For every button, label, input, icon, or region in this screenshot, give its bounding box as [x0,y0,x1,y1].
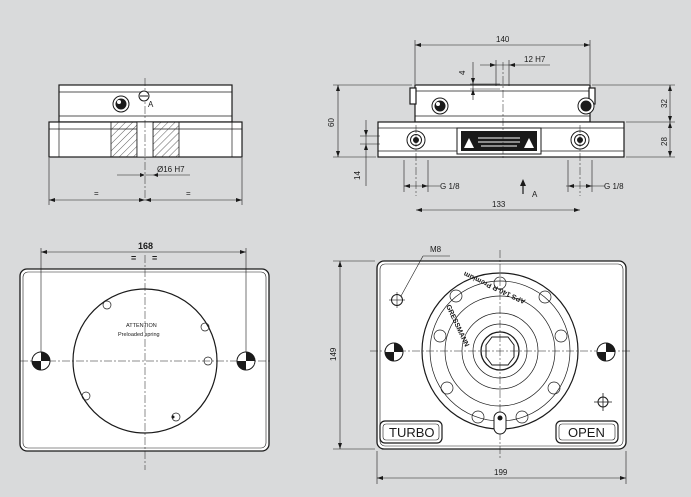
bolt-hole-b1 [471,410,485,424]
screw-hole-3 [203,356,213,366]
screw-hole-4 [81,391,91,401]
upper-body [58,84,233,123]
open-label-box: OPEN [555,420,619,444]
turbo-label-box: TURBO [379,420,443,444]
open-label: OPEN [568,425,605,440]
side-left-stub [409,87,417,105]
view-direction-label: A [532,190,538,199]
bore-dim-label: Ø16 H7 [157,165,185,174]
side-view: 140 12 H7 4 60 32 28 14 [327,35,675,212]
front-section-view: A Ø16 H7 = = [48,78,243,205]
m8-hole-icon [389,292,405,308]
crosshair-icon [594,393,612,411]
bolt-hole-r [554,329,568,343]
dim-149-label: 149 [329,347,338,361]
dim-133-label: 133 [492,200,506,209]
port-left-label: G 1/8 [440,182,460,191]
turbo-label: TURBO [389,425,435,440]
bolt-hole-top [493,276,507,290]
equal-top-left: = [131,253,136,263]
screw-hole-1 [102,300,112,310]
equal-top-right: = [152,253,157,263]
attention-note: ATTENTION [126,323,157,329]
bolt-hole-tl [449,289,463,303]
centering-mark-tl-icon [384,342,404,362]
port-right-label: G 1/8 [604,182,624,191]
centering-mark-left-icon [31,351,51,371]
view-direction-arrow-icon [520,179,526,194]
equal-dim-right: = [186,189,191,198]
m8-label: M8 [430,245,442,254]
dim-140-label: 140 [496,35,510,44]
warning-label [456,127,542,155]
centering-mark-right-icon [236,351,256,371]
bolt-hole-br [547,381,561,395]
centering-mark-tr-icon [596,342,616,362]
hatched-section-right [152,121,180,158]
dim-199-label: 199 [494,468,508,477]
preloaded-spring-note: Preloaded spring [118,332,160,338]
bottom-view: ATTENTION Preloaded spring 168 = = [19,241,270,470]
bolt-hole-bl [440,381,454,395]
screw-hole-2 [200,322,210,332]
side-view-port-right-icon [577,97,595,115]
dim-32-label: 32 [660,99,669,108]
equal-dim-left: = [94,189,99,198]
dim-4-label: 4 [458,70,467,75]
slot-dim-label: 12 H7 [524,55,546,64]
bolt-hole-tr [538,290,552,304]
dim-14-label: 14 [353,171,362,180]
bolt-hole-l [433,329,447,343]
lock-indicator-icon [138,90,150,102]
slot-key-icon [493,411,507,435]
dim-168-label: 168 [138,241,153,251]
dim-60-label: 60 [327,118,336,127]
top-view: APS 140-R Premium GRESSMANN M8 TU [329,245,632,484]
side-port-icon [112,95,130,113]
view-marker-label: A [148,100,154,109]
side-view-port-icon [431,97,449,115]
dim-28-label: 28 [660,137,669,146]
bolt-hole-b2 [515,410,529,424]
hatched-section-left [110,121,138,158]
